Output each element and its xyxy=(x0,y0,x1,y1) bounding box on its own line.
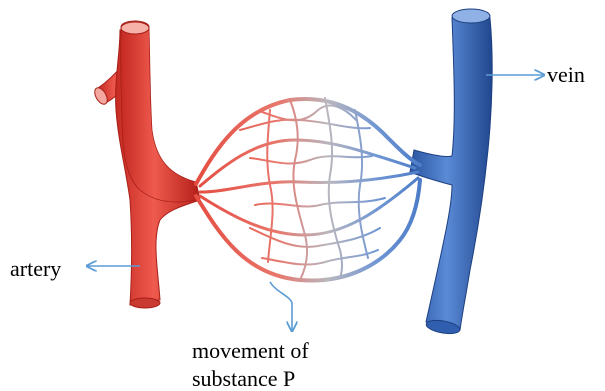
capillary-fine-7 xyxy=(290,100,307,280)
movement-label-line2: substance P xyxy=(192,365,309,391)
capillary-fine-2 xyxy=(262,105,356,120)
capillary-fine-4 xyxy=(255,198,385,206)
capillary-fine-6 xyxy=(262,250,378,265)
movement-arrow xyxy=(270,282,292,330)
capillary-fine-10 xyxy=(267,110,272,262)
vein-top-opening xyxy=(452,9,490,23)
artery-label: artery xyxy=(10,258,61,280)
capillary-fine-1 xyxy=(240,120,370,130)
capillary-bed xyxy=(196,98,420,281)
vein-trunk xyxy=(410,18,492,330)
artery-bottom-end xyxy=(130,298,160,308)
movement-label-line1: movement of xyxy=(192,337,309,365)
artery-trunk-upper xyxy=(121,28,196,202)
artery-vessel xyxy=(92,21,200,308)
artery-top-rim xyxy=(121,22,149,34)
movement-label: movement of substance P xyxy=(192,337,309,391)
vein-label: vein xyxy=(547,64,585,86)
capillary-mid-2 xyxy=(200,172,418,192)
vein-vessel xyxy=(410,9,492,336)
